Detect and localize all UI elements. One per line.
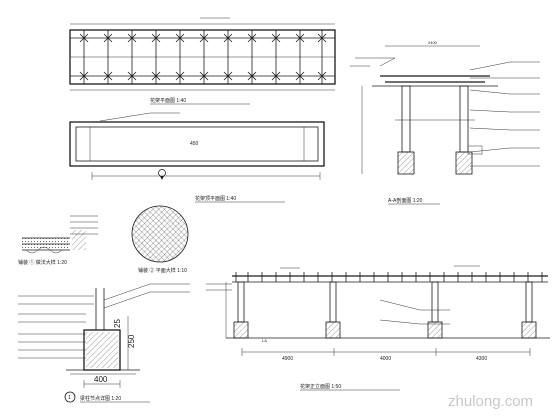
plan-title: 花架平面图 1:40 (150, 97, 186, 104)
elevation-columns (237, 281, 533, 323)
detail-height-dim: 250 (127, 334, 136, 348)
section-title: A-A剖面图 1:20 (388, 197, 423, 204)
detail-title: 梁柱节点详图 1:20 (80, 395, 121, 402)
column-detail: 400 250 25 1 梁柱节点详图 1:20 (18, 283, 190, 403)
section-leaders (350, 57, 540, 167)
top-plan: 450 花架顶平面图 1:40 (69, 112, 325, 203)
detail-number-icon (64, 391, 76, 403)
paving-detail-a: 铺装 ① 做法大样 1:20 (18, 215, 98, 266)
watermark-text: zhulong.com (448, 393, 533, 410)
elev-dim-right: 4300 (476, 356, 487, 362)
detail-top-dim: 25 (113, 319, 122, 328)
detail-base-dim: 400 (94, 375, 108, 384)
plan-rafters (83, 30, 323, 84)
section-top-dim: 2400 (428, 40, 438, 45)
detail-number: 1 (68, 395, 71, 401)
elev-dim-left: 4900 (282, 356, 293, 362)
beam-plan: 花架平面图 1:40 (69, 17, 336, 105)
top-plan-span-dim: 450 (190, 141, 199, 147)
top-plan-frame (69, 121, 325, 167)
elev-dim-mid: 4000 (380, 356, 391, 362)
elevation-mark: LA (262, 338, 267, 343)
elevation-title: 花架正立面图 1:50 (300, 383, 341, 390)
plan-column-stars (79, 33, 327, 81)
paving-b-title: 铺装 ② 平面大样 1:10 (138, 267, 187, 274)
elevation-rafters (235, 272, 543, 282)
detail-leaders (18, 283, 190, 359)
paving-a-title: 铺装 ① 做法大样 1:20 (18, 259, 67, 266)
section-column-left (401, 85, 411, 153)
elevation-bases (233, 321, 537, 339)
front-elevation: 4900 4000 4300 LA 花架正立面图 1:50 (206, 265, 550, 391)
section-aa: 2400 A-A剖面图 1:20 (350, 40, 540, 205)
top-plan-title: 花架顶平面图 1:40 (195, 195, 236, 202)
paving-detail-b: 铺装 ② 平面大样 1:10 (131, 205, 189, 274)
section-column-right (459, 85, 469, 153)
elevation-leaders (206, 265, 480, 325)
section-marker-icon (158, 169, 166, 177)
